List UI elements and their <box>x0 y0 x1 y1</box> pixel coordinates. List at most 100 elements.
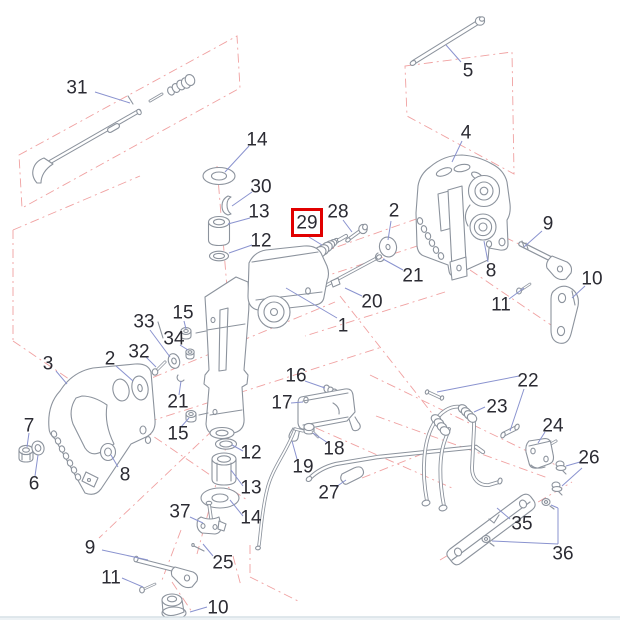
part-11-bolt-left <box>139 582 157 594</box>
leader-line <box>561 467 583 487</box>
part-label-23[interactable]: 23 <box>486 397 507 418</box>
part-label-3[interactable]: 3 <box>43 354 54 375</box>
part-label-28[interactable]: 28 <box>327 202 348 223</box>
leader-line <box>145 356 157 368</box>
part-label-15-upper[interactable]: 15 <box>172 303 193 324</box>
leader-line <box>491 540 559 545</box>
part-20-through-bolt <box>319 254 383 291</box>
part-label-5[interactable]: 5 <box>463 61 474 82</box>
page-bottom-edge <box>0 616 620 620</box>
part-label-18[interactable]: 18 <box>323 439 344 460</box>
part-label-11-bottom[interactable]: 11 <box>101 568 121 589</box>
leader-line <box>180 417 190 428</box>
part-8-bushing-right <box>469 213 497 241</box>
leader-line <box>335 479 347 488</box>
part-3-clamp-bracket-left <box>48 363 156 495</box>
leader-line <box>304 380 326 389</box>
part-15-nut-upper <box>180 327 192 340</box>
part-label-33[interactable]: 33 <box>133 312 154 333</box>
part-label-13-mid[interactable]: 13 <box>240 478 261 499</box>
part-label-13-top[interactable]: 13 <box>248 202 269 223</box>
highlight-box-part-29[interactable] <box>291 208 323 237</box>
part-label-19[interactable]: 19 <box>292 457 313 478</box>
part-label-35[interactable]: 35 <box>511 514 532 535</box>
part-label-34[interactable]: 34 <box>163 329 185 350</box>
part-label-15-lower[interactable]: 15 <box>167 424 188 445</box>
part-label-27[interactable]: 27 <box>318 483 339 504</box>
leader-line <box>149 329 171 358</box>
part-label-31[interactable]: 31 <box>66 78 87 99</box>
part-30-key <box>221 195 232 216</box>
part-label-37[interactable]: 37 <box>169 502 190 523</box>
part-label-1[interactable]: 1 <box>338 316 349 337</box>
leader-line <box>121 577 144 588</box>
leader-line <box>179 344 189 351</box>
part-2-washer-left <box>131 375 149 401</box>
part-23-springs <box>430 404 478 436</box>
part-label-14-mid[interactable]: 14 <box>240 508 262 529</box>
leader-line <box>436 375 520 393</box>
part-29-spring <box>313 237 340 259</box>
part-1-swivel-bracket <box>195 245 330 440</box>
part-label-30[interactable]: 30 <box>250 177 271 198</box>
part-13-bushing-top <box>207 215 231 247</box>
part-2-washer-right <box>378 236 398 258</box>
part-37-tilt-lock-lever <box>196 500 227 535</box>
part-14-washer-top <box>202 166 236 186</box>
part-label-12-mid[interactable]: 12 <box>240 443 261 464</box>
part-label-4[interactable]: 4 <box>461 123 472 144</box>
part-label-9-bottom[interactable]: 9 <box>85 538 96 559</box>
part-label-8-right[interactable]: 8 <box>486 261 497 282</box>
leader-line <box>523 230 543 248</box>
part-label-24[interactable]: 24 <box>542 416 564 437</box>
part-label-32[interactable]: 32 <box>128 342 149 363</box>
part-label-22[interactable]: 22 <box>517 371 538 392</box>
part-label-12-top[interactable]: 12 <box>250 231 271 252</box>
leader-line <box>101 549 149 561</box>
leader-line <box>496 507 511 520</box>
leader-line <box>285 287 338 319</box>
part-15-nut-lower <box>185 410 197 423</box>
trim-rod <box>305 444 486 483</box>
leader-line <box>189 606 208 613</box>
part-label-26[interactable]: 26 <box>578 448 599 469</box>
part-19-tube <box>255 427 305 551</box>
part-label-11-right[interactable]: 11 <box>491 295 511 316</box>
part-label-36[interactable]: 36 <box>552 544 573 565</box>
part-label-10-right[interactable]: 10 <box>581 269 602 290</box>
part-label-2-right[interactable]: 2 <box>389 201 400 222</box>
part-label-21-left[interactable]: 21 <box>167 392 188 413</box>
leader-line <box>387 220 392 241</box>
part-label-29[interactable]: 29 <box>296 213 317 234</box>
part-36-screws <box>481 498 555 547</box>
leader-line <box>224 145 250 173</box>
part-33-washer <box>167 353 181 369</box>
leader-line <box>34 454 39 477</box>
part-label-10-bottom[interactable]: 10 <box>207 598 228 619</box>
part-label-16[interactable]: 16 <box>285 366 306 387</box>
part-label-20[interactable]: 20 <box>361 292 382 313</box>
leader-line <box>26 432 30 448</box>
part-label-2-left[interactable]: 2 <box>105 349 116 370</box>
leader-line <box>473 406 486 413</box>
part-label-25[interactable]: 25 <box>212 553 233 574</box>
part-label-8-left[interactable]: 8 <box>120 465 131 486</box>
parts-layer <box>18 16 579 620</box>
leader-line <box>291 440 298 460</box>
part-label-17[interactable]: 17 <box>271 393 292 414</box>
part-label-7[interactable]: 7 <box>24 416 35 437</box>
leader-lines-layer <box>26 44 586 613</box>
leader-line <box>231 191 253 207</box>
part-label-9-right[interactable]: 9 <box>543 214 554 235</box>
leader-line <box>382 258 404 271</box>
part-label-21-right[interactable]: 21 <box>402 266 423 287</box>
leader-line <box>445 44 462 63</box>
part-31-tilt-rod-assembly <box>32 74 196 184</box>
part-25-pin <box>191 542 205 552</box>
part-label-6[interactable]: 6 <box>29 474 40 495</box>
part-label-14-top[interactable]: 14 <box>246 130 268 151</box>
leader-line <box>565 461 581 467</box>
leader-line <box>290 401 304 404</box>
